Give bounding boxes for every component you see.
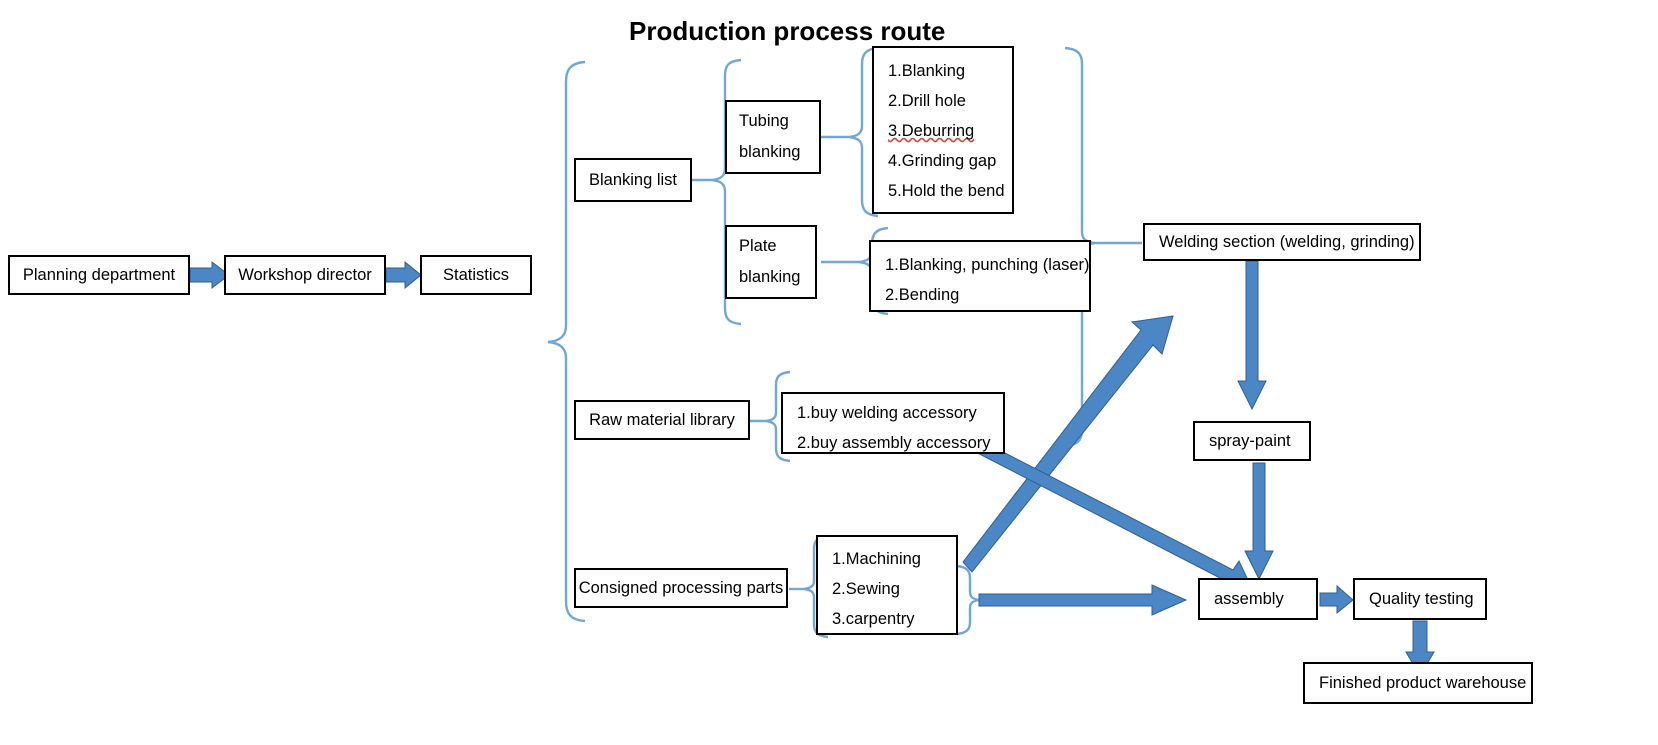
node-assembly-label: assembly	[1214, 589, 1284, 608]
list-item: 3.Deburring	[888, 122, 975, 141]
node-consigned-processing-parts[interactable]: Consigned processing parts	[574, 568, 788, 608]
node-planning-department-label: Planning department	[22, 265, 176, 284]
node-spray-paint-label: spray-paint	[1209, 431, 1291, 450]
node-assembly[interactable]: assembly	[1198, 578, 1318, 620]
page-title: Production process route	[629, 16, 946, 46]
arrow-director-to-statistics	[385, 260, 422, 290]
node-tubing-blanking-line1: Tubing	[739, 112, 789, 131]
outer-brace	[547, 60, 586, 623]
list-item: 4.Grinding gap	[888, 152, 997, 171]
arrow-consigned-to-assembly	[978, 584, 1188, 616]
arrow-welding-to-spraypaint	[1237, 260, 1267, 411]
node-blanking-list-label: Blanking list	[588, 170, 678, 189]
list-item: 1.Machining	[832, 550, 921, 568]
node-statistics[interactable]: Statistics	[420, 255, 532, 295]
list-item: 2.Sewing	[832, 580, 900, 599]
brace-consigned-right	[956, 564, 980, 636]
node-welding-section[interactable]: Welding section (welding, grinding)	[1143, 223, 1421, 261]
node-raw-material-library[interactable]: Raw material library	[574, 400, 750, 440]
list-item: 2.Drill hole	[888, 92, 966, 111]
list-raw-material-steps[interactable]: 1.buy welding accessory 2.buy assembly a…	[781, 392, 1005, 454]
node-tubing-blanking-line2: blanking	[739, 143, 801, 161]
node-raw-material-library-label: Raw material library	[589, 410, 735, 429]
node-workshop-director-label: Workshop director	[238, 265, 372, 284]
node-statistics-label: Statistics	[442, 265, 510, 284]
list-item: 2.Bending	[885, 286, 960, 305]
node-finished-product-warehouse-label: Finished product warehouse	[1319, 673, 1527, 692]
node-quality-testing[interactable]: Quality testing	[1353, 578, 1487, 620]
node-blanking-list[interactable]: Blanking list	[574, 158, 692, 202]
list-consigned-steps[interactable]: 1.Machining 2.Sewing 3.carpentry	[816, 535, 958, 635]
arrow-assembly-to-quality	[1319, 584, 1354, 615]
list-item: 5.Hold the bend	[888, 182, 1005, 201]
list-item: 3.carpentry	[832, 610, 915, 629]
list-item: 1.Blanking	[888, 62, 966, 80]
node-plate-blanking[interactable]: Plate blanking	[725, 225, 817, 299]
node-tubing-blanking[interactable]: Tubing blanking	[725, 100, 821, 174]
list-tubing-steps[interactable]: 1.Blanking 2.Drill hole 3.Deburring 4.Gr…	[872, 46, 1014, 214]
list-item: 2.buy assembly accessory	[797, 434, 991, 453]
brace-tubing	[821, 46, 879, 218]
node-welding-section-label: Welding section (welding, grinding)	[1159, 232, 1415, 251]
node-finished-product-warehouse[interactable]: Finished product warehouse	[1303, 662, 1533, 704]
node-plate-blanking-line2: blanking	[739, 268, 801, 286]
node-quality-testing-label: Quality testing	[1369, 589, 1474, 608]
node-planning-department[interactable]: Planning department	[8, 255, 190, 295]
list-item: 1.buy welding accessory	[797, 404, 977, 422]
arrow-spraypaint-to-assembly	[1244, 462, 1274, 581]
node-plate-blanking-line1: Plate	[739, 237, 777, 256]
node-consigned-processing-parts-label: Consigned processing parts	[578, 578, 784, 597]
node-spray-paint[interactable]: spray-paint	[1193, 421, 1311, 461]
list-plate-steps[interactable]: 1.Blanking, punching (laser) 2.Bending	[869, 240, 1091, 312]
node-workshop-director[interactable]: Workshop director	[224, 255, 386, 295]
list-item: 1.Blanking, punching (laser)	[885, 256, 1090, 274]
